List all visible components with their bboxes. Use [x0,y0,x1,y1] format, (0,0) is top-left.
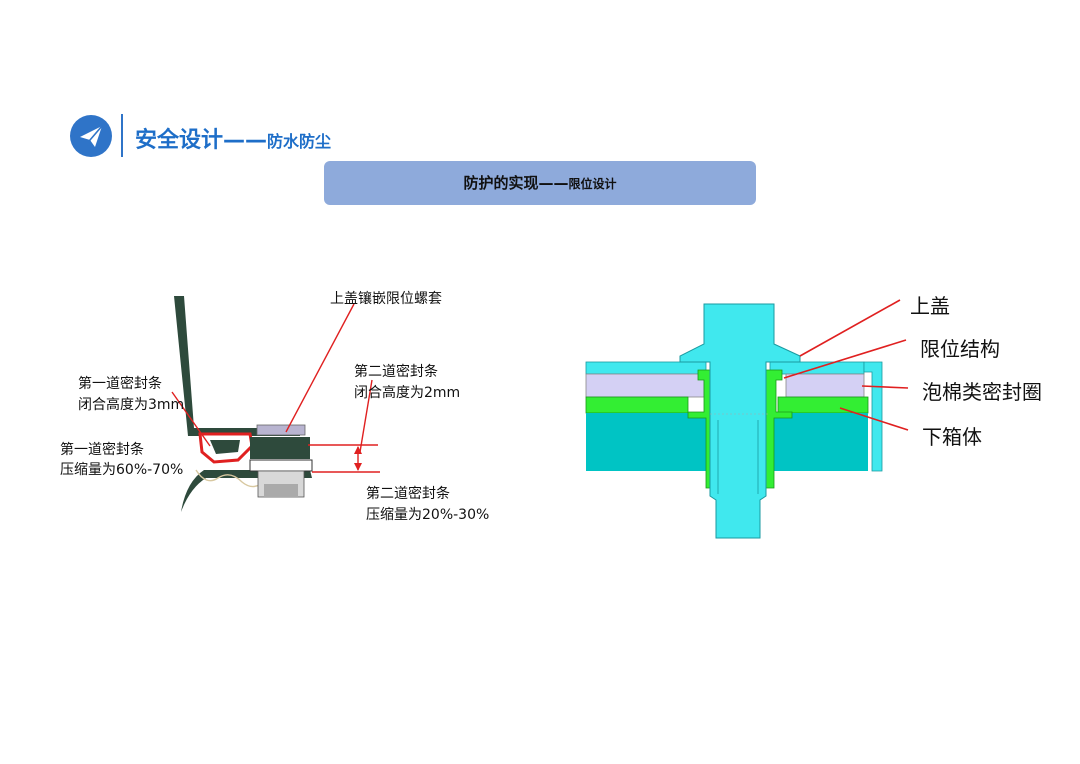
nut-lower [264,484,298,497]
label-seal1-comp-2: 压缩量为60%-70% [60,462,183,478]
label-seal1-comp-1: 第一道密封条 [60,441,144,458]
label-seal1-height-1: 第一道密封条 [78,375,162,392]
limit-sleeve [250,437,310,459]
upper-cover-edge [863,361,883,472]
label-seal2-height-1: 第二道密封条 [354,363,438,380]
paper-plane-icon [70,115,112,157]
lower-flange-right [777,396,869,414]
page-title-sub: 防水防尘 [267,132,332,151]
lower-flange-left [585,396,689,414]
leader-limit-sleeve [285,303,355,433]
leader-limit-structure [783,339,907,379]
banner-title-sub: 限位设计 [568,177,617,191]
label-upper-cover: 上盖 [910,294,950,318]
lower-box-left [586,413,706,471]
right-limit-diagram: 上盖 限位结构 泡棉类密封圈 下箱体 [585,294,1042,539]
bolt [679,303,801,539]
seal-wave-outline [195,469,267,488]
label-lower-box: 下箱体 [922,425,982,449]
header-divider [121,114,123,157]
lower-box-right [770,413,868,471]
left-seal-diagram: 上盖镶嵌限位螺套 第二道密封条 闭合高度为2mm 第一道密封条 闭合高度为3mm… [60,290,489,523]
foam-seal-right [785,373,865,398]
page-title-main: 安全设计—— [135,128,268,153]
label-seal2-height-2: 闭合高度为2mm [354,384,460,401]
section-banner: 防护的实现——限位设计 [324,161,756,205]
label-seal1-height-2: 闭合高度为3mm [78,396,184,413]
leader-foam-seal [861,385,909,389]
upper-cover-frame [174,296,300,436]
page-title: 安全设计——防水防尘 [135,122,331,154]
dim-arrow-head-down [354,463,362,471]
first-seal-inner [210,440,240,454]
leader-lower-box [839,407,909,431]
leader-seal2-height [359,379,373,453]
bolt-cap [256,424,306,436]
label-limit-sleeve: 上盖镶嵌限位螺套 [330,290,442,307]
leader-upper-cover [799,299,901,357]
upper-cover-left [585,361,707,375]
foam-seal-left [585,373,705,398]
label-seal2-comp-2: 压缩量为20%-30% [366,507,489,523]
label-limit-structure: 限位结构 [920,337,1000,361]
label-foam-seal: 泡棉类密封圈 [922,380,1042,404]
second-seal-strip [249,459,313,472]
label-seal2-comp-1: 第二道密封条 [366,485,450,502]
leader-seal1-height [171,391,211,447]
banner-title-main: 防护的实现—— [463,174,569,192]
